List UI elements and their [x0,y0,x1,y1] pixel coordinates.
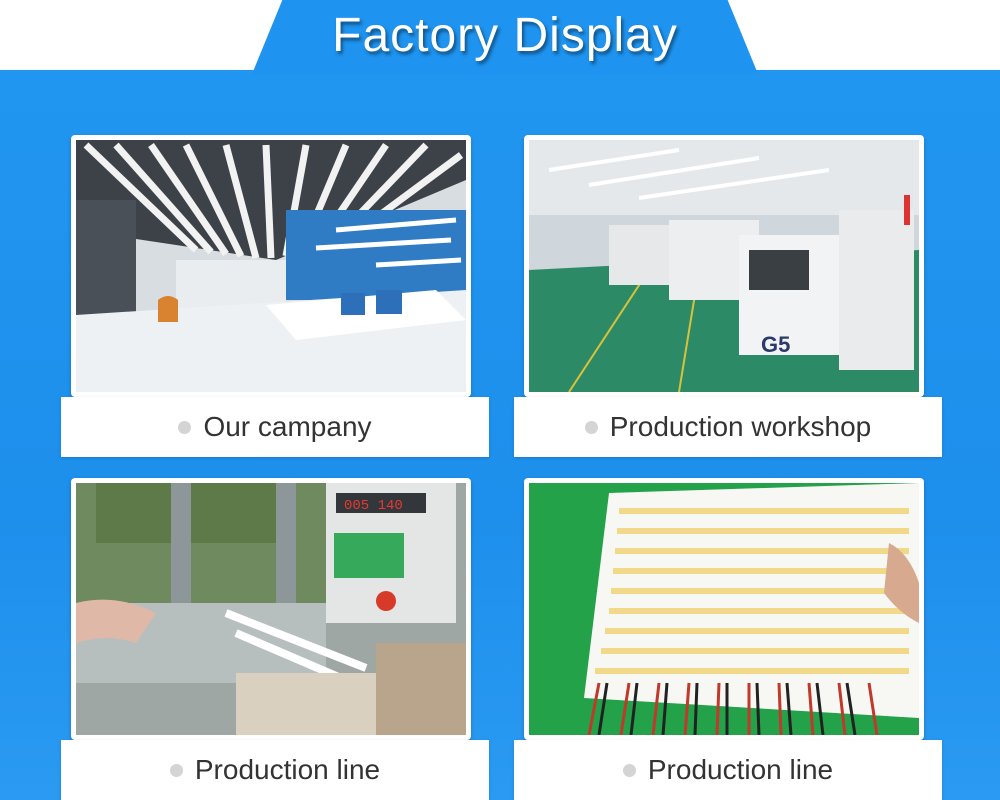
photo-card-workshop: G5 Production workshop [514,135,942,457]
card-label: Our campany [203,411,372,442]
led-strip-photo [529,483,919,735]
page-title: Factory Display [332,8,678,62]
label-bar: Our campany [61,397,489,457]
office-photo [76,140,466,392]
card-label: Production workshop [609,411,872,442]
title-banner: Factory Display [252,0,758,74]
label-bar: Production line [514,740,942,800]
photo-card-company: Our campany [61,135,489,457]
label-bar: Production workshop [514,397,942,457]
photo-card-production-line-2: Production line [514,478,942,800]
molding-machine-photo: 005 140 [76,483,466,735]
label-bar: Production line [61,740,489,800]
card-label: Production line [647,754,834,785]
bullet-dot [622,763,636,777]
workshop-photo: G5 [529,140,919,392]
bullet-dot [178,420,192,434]
photo-card-production-line-1: 005 140 Production line [61,478,489,800]
svg-text:005 140: 005 140 [344,498,403,514]
bullet-dot [169,763,183,777]
bullet-dot [584,420,598,434]
svg-text:G5: G5 [761,332,790,357]
card-label: Production line [194,754,381,785]
